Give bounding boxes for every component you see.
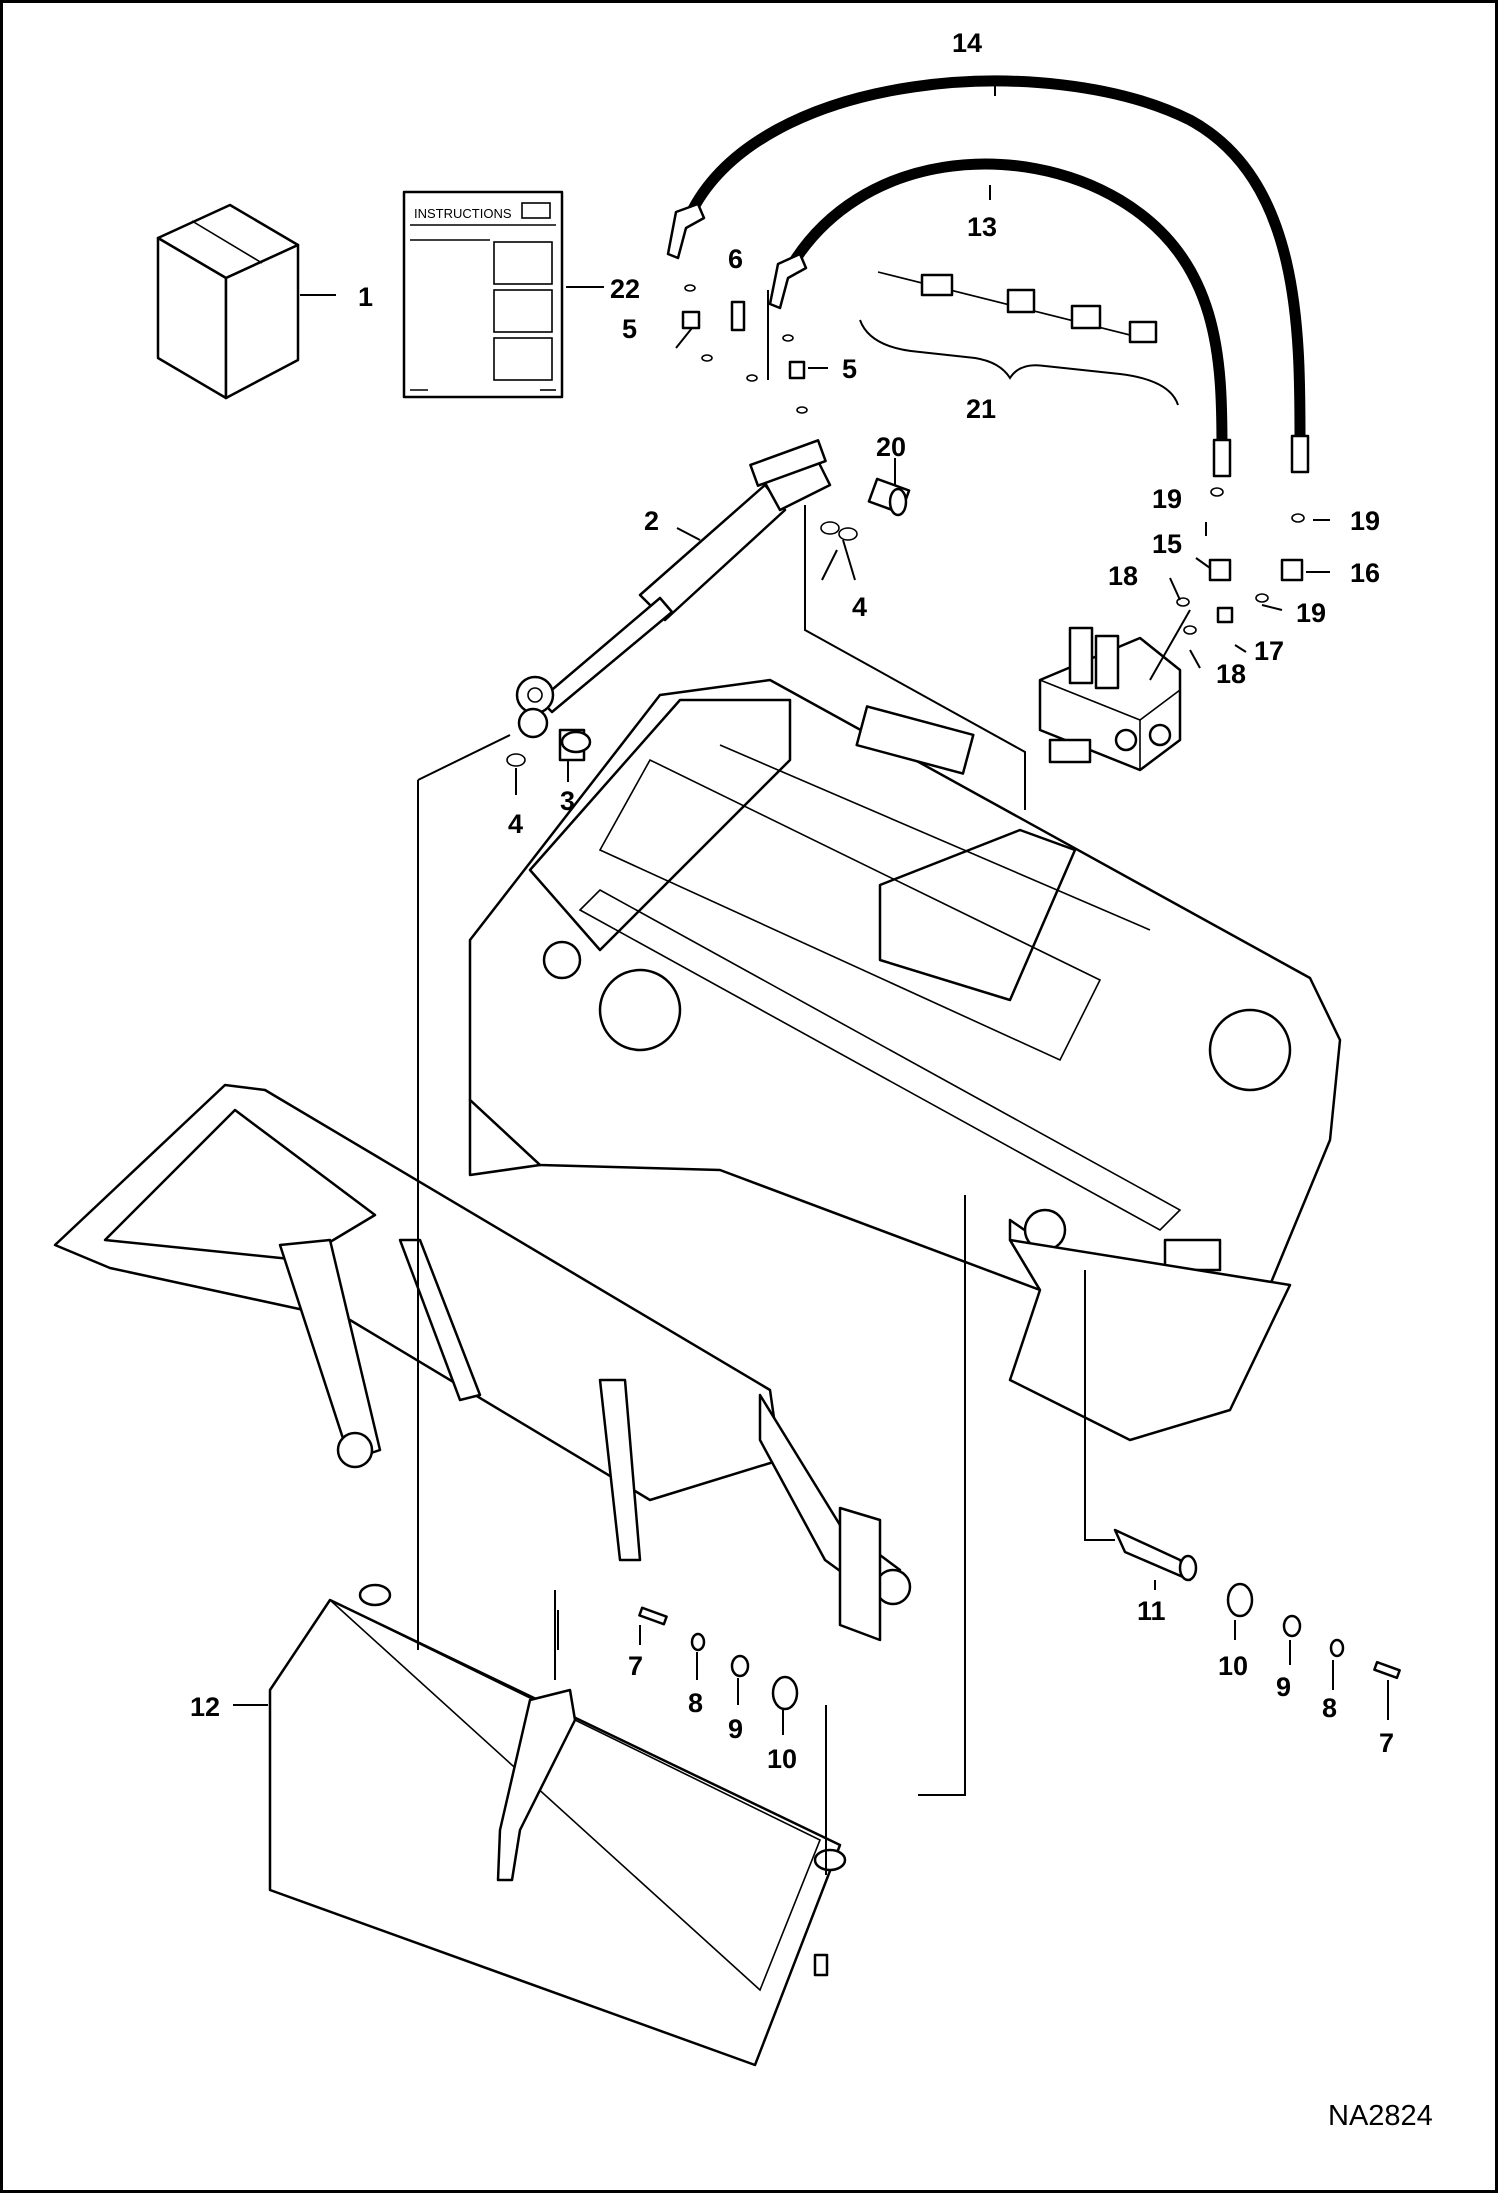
part-hydraulic-cylinder <box>515 439 832 739</box>
callout-13: 13 <box>967 212 997 242</box>
instructions-sheet-title: INSTRUCTIONS <box>414 206 512 221</box>
part-valve-block <box>1038 626 1182 772</box>
callout-22: 22 <box>610 274 640 304</box>
callout-10-left: 10 <box>767 1744 797 1774</box>
hydraulic-hoses <box>666 75 1310 478</box>
part-main-frame <box>468 678 1342 1442</box>
callout-14: 14 <box>952 28 982 58</box>
callout-7-right: 7 <box>1379 1728 1394 1758</box>
callout-16: 16 <box>1350 558 1380 588</box>
callout-5-right: 5 <box>842 354 857 384</box>
callout-19-left: 19 <box>1152 484 1182 514</box>
callout-8-left: 8 <box>688 1688 703 1718</box>
part-wiring-harness <box>859 271 1179 406</box>
callout-18-bottom: 18 <box>1216 659 1246 689</box>
callout-12: 12 <box>190 1692 220 1722</box>
left-hardware <box>638 1606 799 1711</box>
part-instructions-sheet <box>402 190 564 399</box>
callout-17: 17 <box>1254 636 1284 666</box>
callout-6: 6 <box>728 244 743 274</box>
callout-19-right: 19 <box>1350 506 1380 536</box>
part-pin <box>820 477 911 541</box>
callout-3: 3 <box>560 786 575 816</box>
callout-2: 2 <box>644 506 659 536</box>
callout-labels: 1 2 3 4 4 5 5 6 7 7 8 8 9 9 10 10 11 12 … <box>190 28 1394 1774</box>
callout-18-top: 18 <box>1108 561 1138 591</box>
callout-5-left: 5 <box>622 314 637 344</box>
callout-8-right: 8 <box>1322 1693 1337 1723</box>
hose-14 <box>684 75 1306 446</box>
part-shaft <box>1113 1528 1401 1680</box>
callout-20: 20 <box>876 432 906 462</box>
callout-10-right: 10 <box>1218 1651 1248 1681</box>
callout-4-left: 4 <box>508 809 523 839</box>
callout-19-lower: 19 <box>1296 598 1326 628</box>
part-pin-3 <box>506 728 592 767</box>
callout-15: 15 <box>1152 529 1182 559</box>
valve-fittings <box>1176 487 1305 635</box>
callout-7-left: 7 <box>628 1651 643 1681</box>
part-box <box>156 203 300 400</box>
reference-code: NA2824 <box>1328 2100 1433 2132</box>
leader-lines <box>233 78 1389 1875</box>
fittings-left <box>681 284 808 414</box>
callout-9-left: 9 <box>728 1714 743 1744</box>
hose-13 <box>784 158 1228 456</box>
callout-1: 1 <box>358 282 373 312</box>
callout-4-right: 4 <box>852 592 867 622</box>
callout-9-right: 9 <box>1276 1672 1291 1702</box>
callout-21: 21 <box>966 394 996 424</box>
part-counterweight <box>268 1583 847 2067</box>
callout-11: 11 <box>1137 1596 1166 1626</box>
